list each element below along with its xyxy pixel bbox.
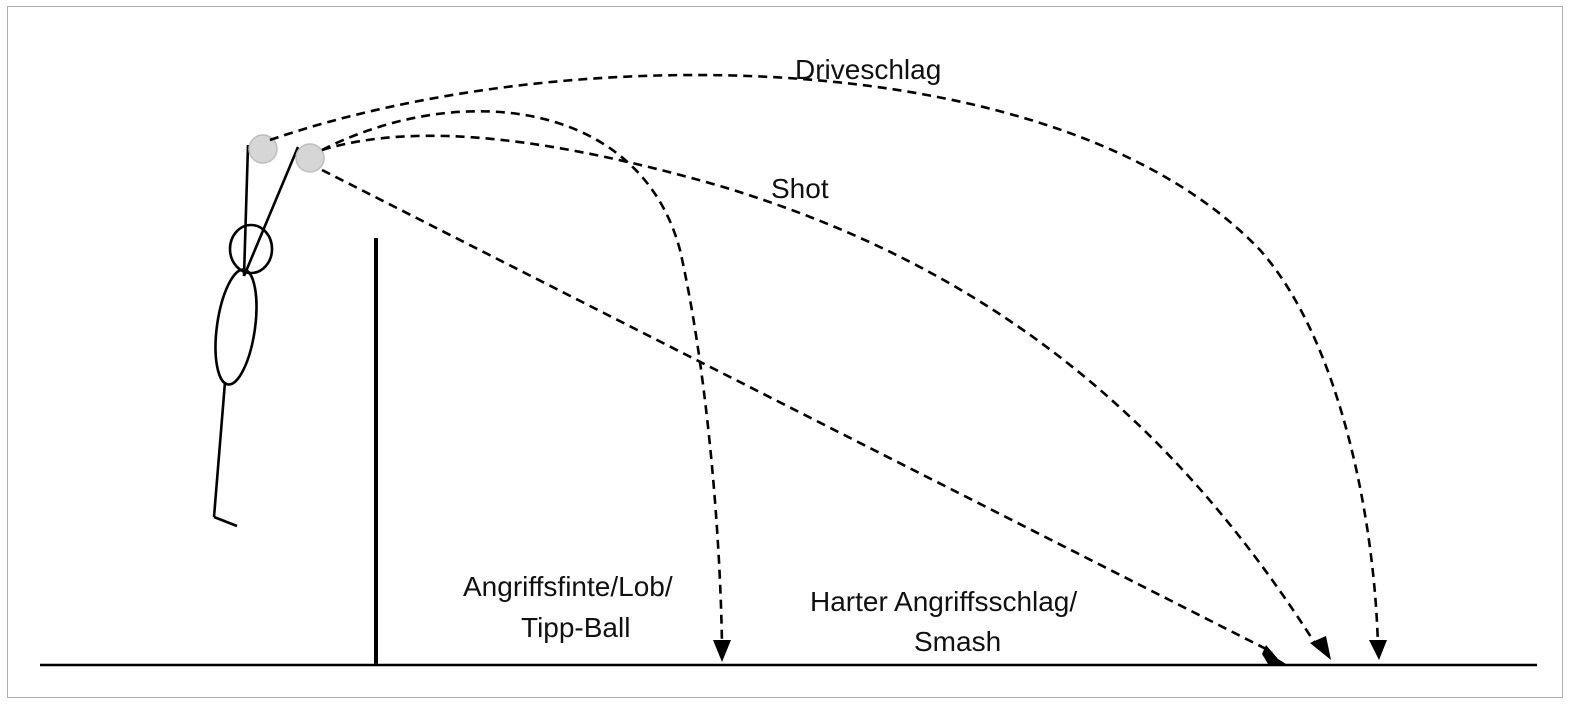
racket-arm-front bbox=[242, 146, 300, 277]
arrowhead-drive bbox=[1369, 640, 1387, 660]
label-smash-line1: Harter Angriffsschlag/ bbox=[810, 586, 1077, 617]
label-feint-line1: Angriffsfinte/Lob/ bbox=[463, 571, 673, 602]
shuttle-front bbox=[295, 143, 325, 173]
label-drive: Driveschlag bbox=[795, 54, 941, 85]
arrowhead-shot bbox=[1310, 636, 1331, 660]
trajectory-feint bbox=[321, 110, 724, 646]
label-feint-line2: Tipp-Ball bbox=[521, 612, 630, 643]
player-head bbox=[228, 223, 274, 275]
player-body bbox=[214, 268, 258, 386]
trajectory-smash bbox=[321, 168, 1273, 654]
player-foot bbox=[213, 515, 238, 528]
shuttle-back bbox=[248, 134, 278, 164]
label-smash-line2: Smash bbox=[914, 626, 1001, 657]
diagram-frame bbox=[7, 6, 1563, 698]
arrowhead-smash bbox=[1262, 645, 1286, 664]
player-leg bbox=[212, 381, 227, 518]
label-shot: Shot bbox=[771, 173, 829, 204]
trajectory-drive bbox=[269, 73, 1380, 649]
arrowhead-feint bbox=[713, 640, 731, 662]
player-figure bbox=[212, 144, 300, 528]
racket-arm-back bbox=[242, 144, 250, 277]
